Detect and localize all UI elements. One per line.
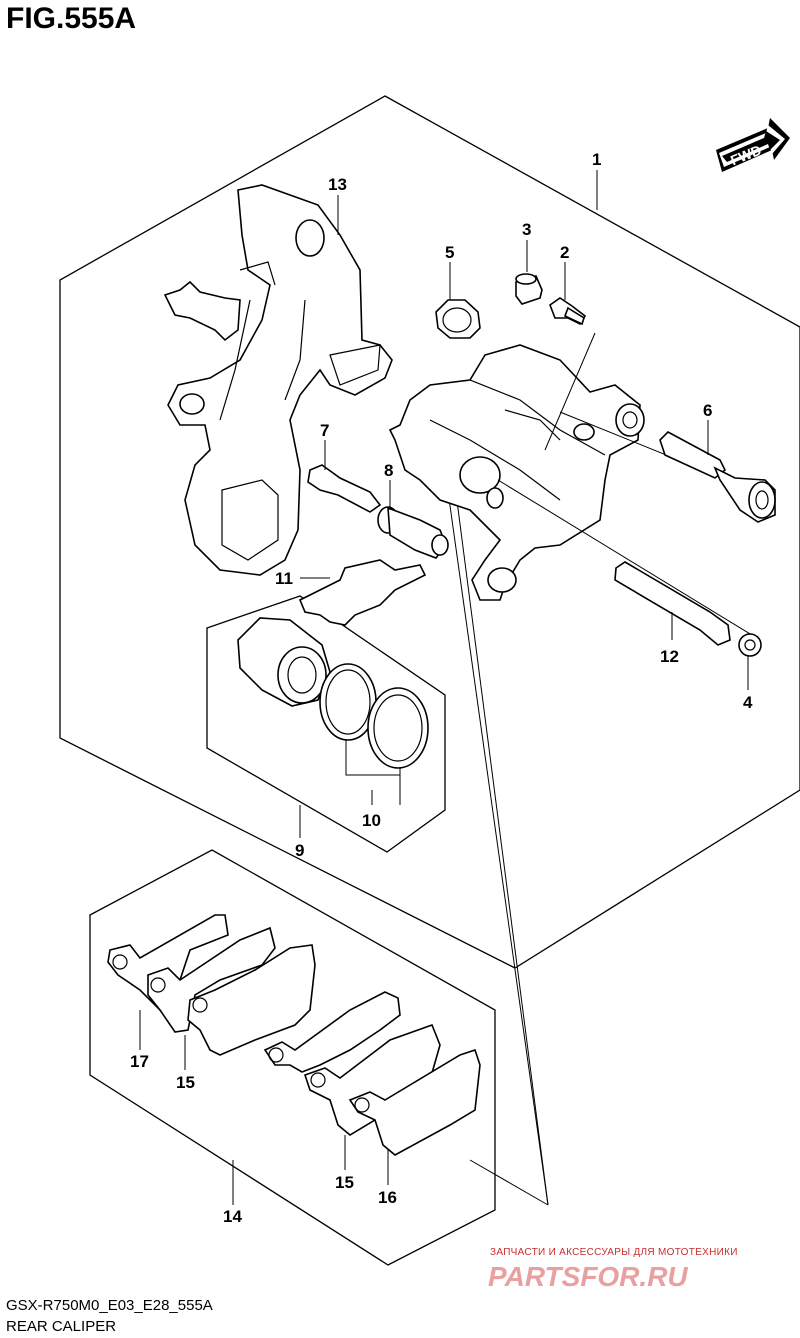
callout-3: 3	[522, 220, 531, 239]
callout-5: 5	[445, 243, 454, 262]
leader-lines	[139, 170, 749, 1205]
watermark: ЗАПЧАСТИ И АКСЕССУАРЫ ДЛЯ МОТОТЕХНИКИ PA…	[488, 1247, 738, 1292]
brake-pad-backing-outer	[147, 926, 276, 1033]
caliper-bracket	[167, 184, 393, 576]
brake-pad-friction-outer	[187, 944, 316, 1056]
callout-16: 16	[378, 1188, 397, 1207]
leader-10	[345, 740, 401, 805]
figure-title: FIG.555A	[6, 2, 136, 35]
callout-9: 9	[295, 841, 304, 860]
retaining-pin	[307, 464, 382, 513]
caliper-piston	[237, 617, 331, 707]
brake-pad-kit-frame	[89, 849, 496, 1266]
brake-pad-friction-inner	[263, 991, 401, 1073]
pad-spring	[298, 559, 427, 626]
forward-arrow-icon	[716, 118, 790, 172]
pin-axis-lower	[497, 479, 761, 641]
dust-seal	[367, 687, 429, 769]
watermark-tagline: ЗАПЧАСТИ И АКСЕССУАРЫ ДЛЯ МОТОТЕХНИКИ	[490, 1247, 738, 1258]
callout-1: 1	[592, 150, 601, 169]
brake-pad-shim-inner	[348, 1048, 481, 1156]
figure-caption: REAR CALIPER	[6, 1318, 116, 1335]
slide-pin-boot	[435, 299, 481, 339]
slide-pin-long	[614, 561, 731, 646]
callout-15-inner: 15	[335, 1173, 354, 1192]
callout-17: 17	[130, 1052, 149, 1071]
watermark-logo: PARTSFOR.RU	[488, 1261, 688, 1292]
callout-6: 6	[703, 401, 712, 420]
callout-13: 13	[328, 175, 347, 194]
pad-clip-upper	[163, 280, 241, 342]
slide-pin-upper	[659, 431, 776, 523]
callout-11: 11	[275, 569, 293, 588]
callout-15-outer: 15	[176, 1073, 195, 1092]
callout-2: 2	[560, 243, 569, 262]
callout-4: 4	[743, 693, 753, 712]
bleeder-valve	[549, 297, 587, 326]
callout-labels: 1 2 3 4 5 6 7 8 9 10 11 12 13 14 15 15 1…	[130, 150, 753, 1226]
brake-pad-shim-outer	[107, 914, 229, 1011]
callout-12: 12	[660, 647, 679, 666]
caliper-body	[388, 344, 645, 601]
leader-pads-left	[444, 469, 549, 1206]
leader-pads-tip	[469, 1159, 549, 1206]
slide-pin-lower	[377, 506, 449, 559]
callout-7: 7	[320, 421, 329, 440]
piston-kit-frame	[206, 595, 446, 853]
callout-10: 10	[362, 811, 381, 830]
fwd-badge: FWD	[716, 118, 790, 172]
bleeder-axis	[544, 332, 596, 451]
figure-code: GSX-R750M0_E03_E28_555A	[6, 1297, 213, 1314]
callout-14: 14	[223, 1207, 242, 1226]
bleeder-cap	[515, 273, 543, 305]
callout-8: 8	[384, 461, 393, 480]
leader-pads-right	[451, 461, 549, 1206]
dust-cap	[738, 633, 762, 657]
